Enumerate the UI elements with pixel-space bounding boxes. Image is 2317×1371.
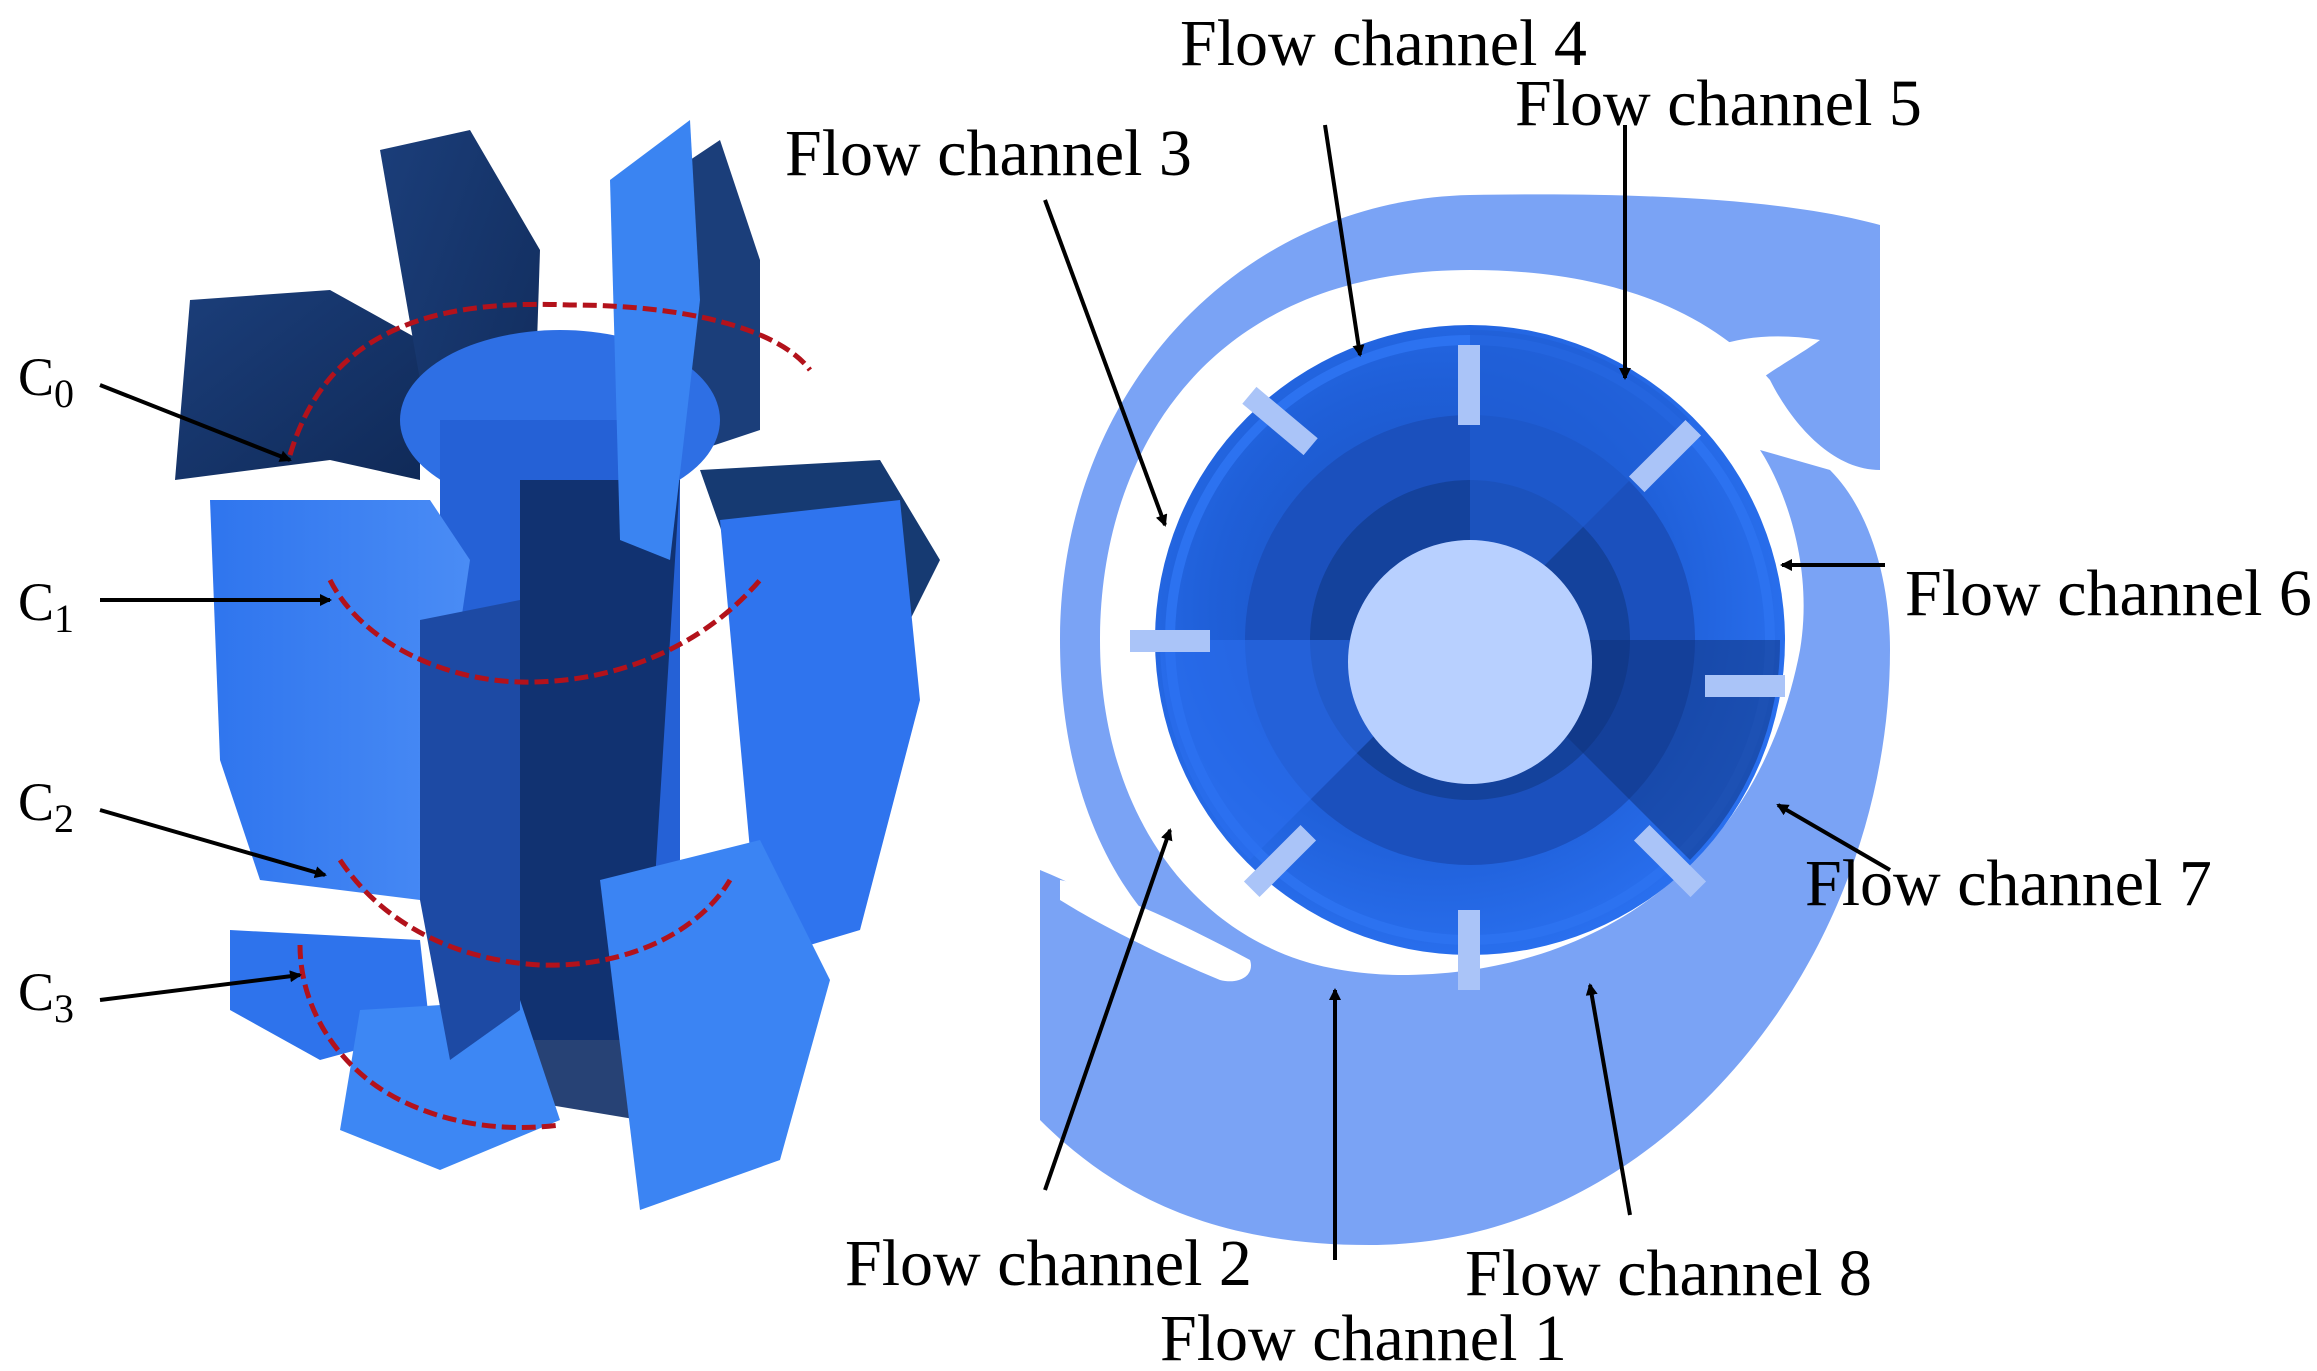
section-label-c0-sub: 0	[54, 371, 74, 416]
measurement-circle-c1	[327, 578, 762, 685]
section-label-c0: C0	[18, 347, 74, 416]
vane	[1458, 345, 1480, 425]
arrow-flow-channel-7	[1776, 803, 1892, 872]
vane	[1628, 419, 1702, 493]
svg-text:C1: C1	[18, 572, 74, 641]
arrow-c0	[99, 383, 292, 462]
section-label-c3: C3	[18, 962, 74, 1031]
measurement-circle-c3	[297, 944, 561, 1130]
measurement-circle-c0	[287, 301, 812, 456]
arrow-flow-channel-8	[1585, 983, 1632, 1216]
flow-channel-4-label: Flow channel 4	[1180, 7, 1587, 80]
svg-text:C0: C0	[18, 347, 74, 416]
vane	[1458, 910, 1480, 990]
arrow-flow-channel-3	[1043, 199, 1168, 527]
flow-channel-8-label: Flow channel 8	[1465, 1237, 1872, 1310]
arrow-flow-channel-4	[1323, 124, 1365, 357]
svg-text:C3: C3	[18, 962, 74, 1031]
section-label-c0-base: C	[18, 347, 54, 407]
flow-channel-3-label: Flow channel 3	[785, 117, 1192, 190]
section-label-c3-base: C	[18, 962, 54, 1022]
arrow-flow-channel-2	[1043, 828, 1173, 1191]
flow-channel-5-label: Flow channel 5	[1515, 67, 1922, 140]
vane	[1242, 386, 1318, 456]
svg-text:C2: C2	[18, 772, 74, 841]
flow-channel-2-label: Flow channel 2	[845, 1227, 1252, 1300]
vane	[1633, 824, 1707, 898]
impeller-vanes	[1130, 345, 1785, 990]
impeller-top-view	[1040, 194, 1890, 1246]
section-label-c1-sub: 1	[54, 596, 74, 641]
section-label-c1-base: C	[18, 572, 54, 632]
flow-channel-6-label: Flow channel 6	[1905, 557, 2312, 630]
impeller-hub	[1348, 540, 1592, 784]
vane	[1243, 824, 1317, 898]
section-label-c2-sub: 2	[54, 796, 74, 841]
volute-casing	[1040, 194, 1890, 1246]
arrow-c2	[99, 808, 327, 878]
vane	[1130, 630, 1210, 652]
impeller-3d-view	[175, 120, 940, 1210]
measurement-circle-c2	[337, 858, 733, 968]
section-label-c2: C2	[18, 772, 74, 841]
section-label-c1: C1	[18, 572, 74, 641]
flow-channel-1-label: Flow channel 1	[1160, 1302, 1567, 1371]
section-label-c2-base: C	[18, 772, 54, 832]
arrow-c3	[99, 970, 302, 1002]
section-label-c3-sub: 3	[54, 986, 74, 1031]
vane	[1705, 675, 1785, 697]
